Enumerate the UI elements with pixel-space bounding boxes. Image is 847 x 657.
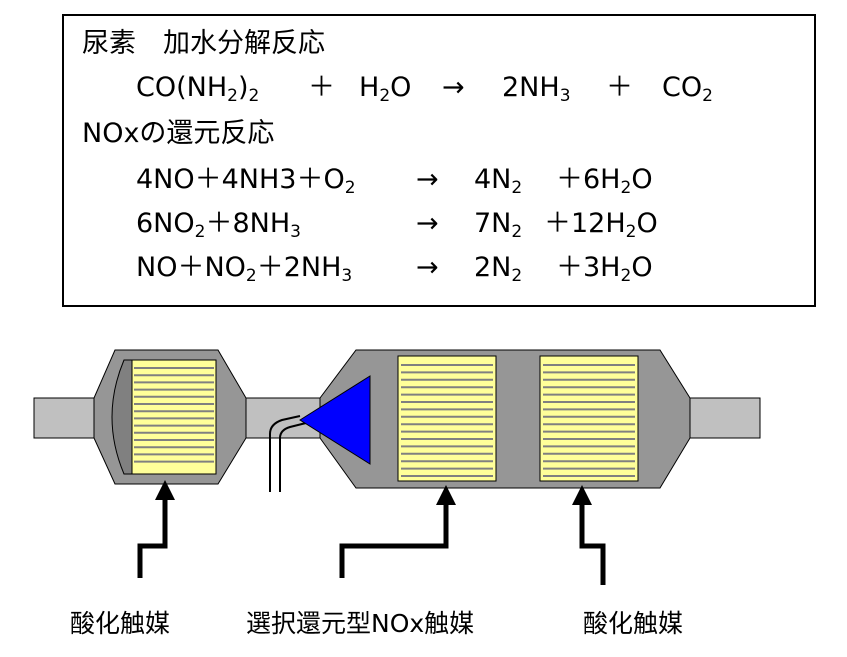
reactants: NO＋NO2＋2NH3 (136, 252, 353, 286)
product-water: ＋6H2O (556, 164, 653, 198)
downstream-catalyst-channels (543, 364, 635, 477)
scr-catalyst-channels (401, 364, 493, 477)
oxidation-catalyst-front-face (111, 359, 133, 475)
product-water: ＋12H2O (544, 208, 658, 242)
oxidation-catalyst-element-downstream (539, 355, 639, 482)
label-oxidation-catalyst-right: 酸化触媒 (583, 609, 684, 638)
urea-spray-cone (299, 375, 371, 465)
urea-injector-pipe (279, 422, 307, 492)
heading-nox-reduction: NOxの還元反応 (82, 118, 275, 149)
product-nitrogen: 2N2 (474, 252, 523, 286)
reaction-arrow: → (416, 208, 439, 239)
urea-injector-pipe (269, 415, 301, 492)
outlet-pipe (689, 397, 761, 439)
reaction-arrow: → (416, 252, 439, 283)
reaction-arrow: → (416, 164, 439, 195)
label-oxidation-catalyst-left: 酸化触媒 (70, 609, 171, 638)
scr-catalyst-element (397, 355, 497, 482)
pointer-arrow-left (137, 480, 175, 578)
label-scr-catalyst: 選択還元型NOx触媒 (246, 609, 475, 638)
term-water: H2O (359, 72, 412, 106)
equation-box: 尿素 加水分解反応 CO(NH2)2 ＋ H2O → 2NH3 ＋ CO2 NO… (62, 14, 816, 307)
oxidation-catalyst-channels (134, 367, 214, 463)
pointer-arrow-center (339, 485, 456, 578)
oxidation-catalyst-element (131, 359, 217, 475)
reactants: 6NO2＋8NH3 (136, 208, 301, 242)
inlet-pipe (33, 397, 95, 439)
term-ammonia: 2NH3 (502, 72, 571, 106)
term-co2: CO2 (662, 72, 713, 106)
product-nitrogen: 7N2 (474, 208, 523, 242)
reaction-arrow: → (442, 72, 465, 103)
heading-urea-hydrolysis: 尿素 加水分解反応 (82, 28, 325, 59)
term-urea: CO(NH2)2 (136, 72, 260, 106)
plus-sign: ＋ (606, 72, 633, 103)
pointer-arrow-right (572, 485, 606, 585)
plus-sign: ＋ (308, 72, 335, 103)
product-nitrogen: 4N2 (474, 164, 523, 198)
product-water: ＋3H2O (556, 252, 653, 286)
reactants: 4NO＋4NH3＋O2 (136, 164, 356, 198)
